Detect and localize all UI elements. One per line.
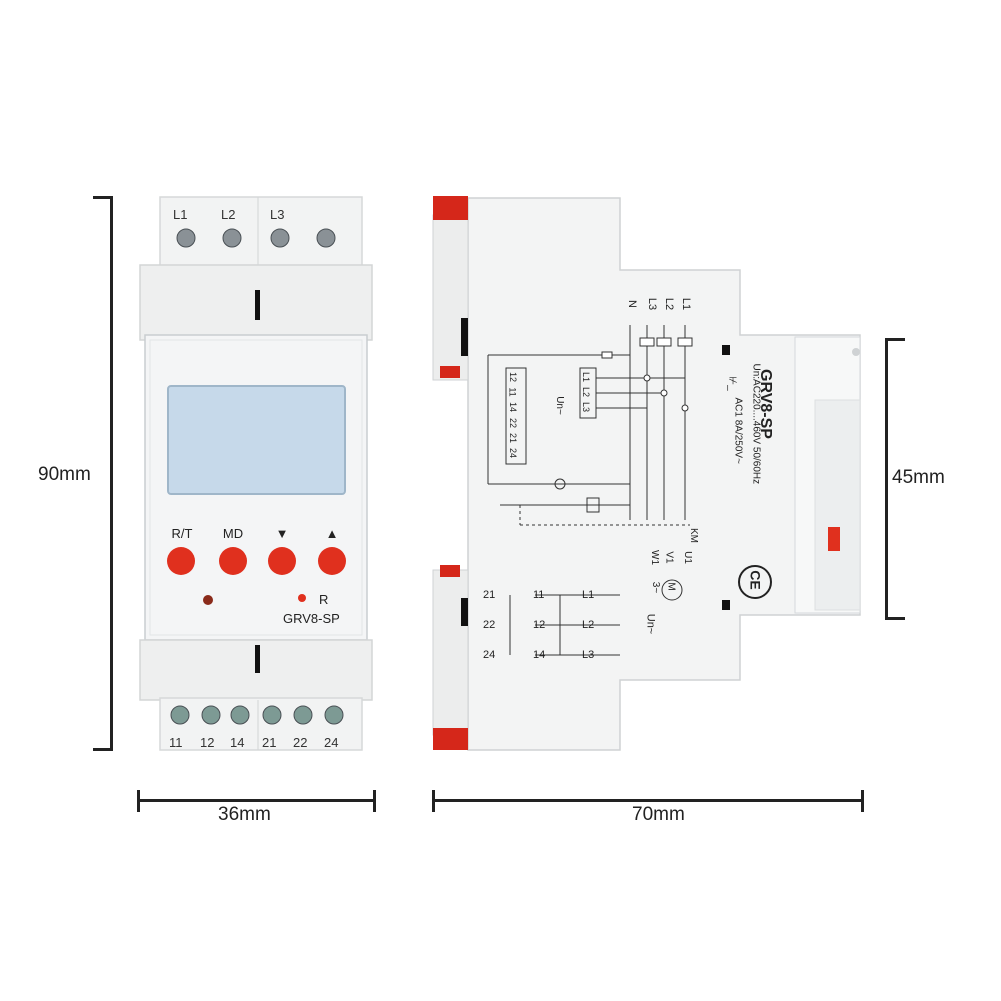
terminal-label-l3: L3 [270,207,285,222]
side-block-right: L1 L2 L3 [580,370,598,420]
terminal-label-11: 11 [169,735,183,750]
side-spec-contact: AC1 8A/250V~ [732,397,744,464]
front-model-label: GRV8-SP [283,611,340,626]
side-motor-v1: V1 [663,551,675,564]
side-top-labels: N L3 L2 L1 [625,297,698,318]
button-label-rt: R/T [171,526,193,541]
side-sch-24: 24 [483,649,496,661]
side-motor-symbol: M [665,582,677,591]
terminal-label-14: 14 [230,735,245,750]
side-motor-phase: 3~ [650,581,662,594]
button-label-md: MD [222,526,244,541]
dimension-label-36mm: 36mm [218,804,271,825]
side-label-l1: L1 [680,297,693,311]
side-motor-w1: W1 [649,550,660,565]
side-label-l3: L3 [646,297,659,311]
side-sch-l3: L3 [582,649,595,661]
side-block-l3: L3 [581,401,592,413]
side-block-left: 12 11 14 22 21 24 [505,370,527,465]
button-label-down: ▼ [275,526,289,541]
side-sch-21: 21 [483,589,496,601]
terminal-label-l2: L2 [221,207,236,222]
terminal-label-22: 22 [293,735,308,750]
side-schematic-left: 21 22 24 [483,585,503,665]
side-block-22: 22 [508,417,519,429]
side-block-l2: L2 [581,386,592,398]
side-motor-u1: U1 [681,551,693,564]
terminal-label-21: 21 [262,735,277,750]
dimension-label-70mm: 70mm [632,804,685,825]
side-spec-voltage: Un:AC220....460V 50/60Hz [750,363,762,485]
side-sch-22: 22 [483,619,496,631]
terminal-label-l1: L1 [173,207,188,222]
side-spec-prefix: ⊬_ [726,376,738,391]
button-label-up: ▲ [325,526,339,541]
top-screws [176,228,336,248]
side-sch-11: 11 [533,589,545,601]
side-motor-labels: U1 V1 W1 [645,548,695,578]
side-block-11: 11 [507,387,518,397]
dimension-label-45mm: 45mm [892,467,945,488]
terminal-label-24: 24 [324,735,339,750]
terminal-label-12: 12 [200,735,215,750]
side-block-l1: L1 [581,371,592,383]
side-sch-l2: L2 [582,619,595,631]
side-label-n: N [625,300,638,308]
side-label-l2: L2 [663,297,676,311]
bottom-screws [170,705,344,725]
led-label-r: R [319,592,329,607]
side-sch-12: 12 [533,619,546,631]
side-un-label: Un~ [553,396,565,415]
side-block-12: 12 [508,371,519,383]
side-schematic-right: L1 L2 L3 [582,585,602,665]
side-block-14: 14 [508,401,519,413]
side-ce-mark: CE [747,570,764,590]
side-sch-14: 14 [533,649,546,661]
side-sch-l1: L1 [582,589,595,601]
side-block-24: 24 [508,447,519,459]
side-block-21: 21 [508,432,519,444]
side-km-label: KM [688,528,699,543]
dimension-label-90mm: 90mm [38,464,91,485]
side-schematic-un: Un~ [644,613,657,635]
side-schematic-mid: 11 12 14 [533,585,553,665]
